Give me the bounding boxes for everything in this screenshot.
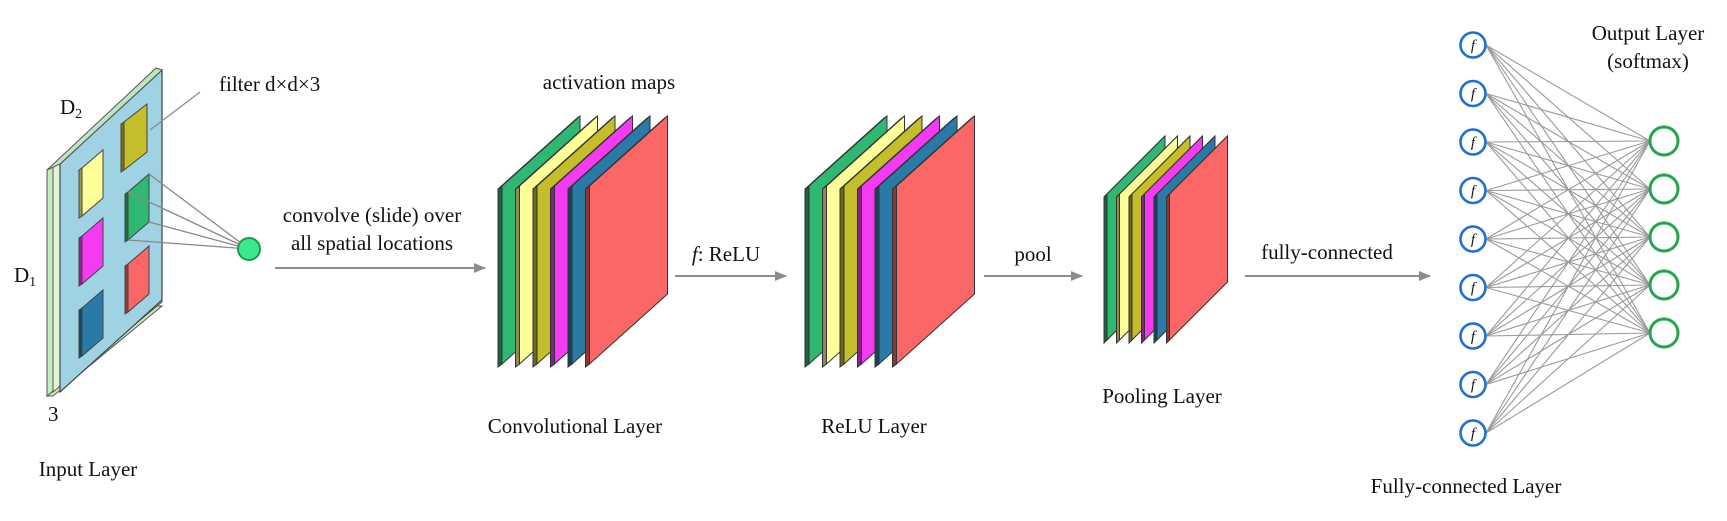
activation-maps-label: activation maps	[543, 70, 675, 94]
fc-connection-line	[1485, 332, 1651, 434]
activation-maps-stack	[497, 114, 668, 368]
fc-connection-line	[1485, 140, 1651, 192]
neuron-function-symbol: f	[1471, 378, 1477, 394]
fc-connection-line	[1485, 140, 1651, 385]
conv-layer-title: Convolutional Layer	[488, 414, 662, 438]
filter-patch	[78, 148, 104, 219]
neuron-function-symbol: f	[1471, 87, 1477, 103]
hidden-neuron: f	[1459, 225, 1487, 253]
pooling-layer-title: Pooling Layer	[1102, 384, 1222, 408]
fc-connection-line	[1485, 140, 1651, 288]
hidden-neurons: f f f f f f f f f	[1459, 31, 1487, 447]
fc-connection-line	[1485, 44, 1651, 142]
relu-layer-title: ReLU Layer	[821, 414, 927, 438]
fc-connection-line	[1485, 188, 1651, 434]
neuron-function-symbol: f	[1471, 184, 1477, 200]
input-layer-title: Input Layer	[39, 457, 138, 481]
filter-patch	[120, 102, 148, 173]
feature-map	[892, 114, 975, 368]
d1-label: D1	[14, 263, 36, 290]
fc-connection-line	[1485, 284, 1651, 434]
output-neuron	[1648, 269, 1680, 301]
hidden-neuron: f	[1459, 273, 1487, 302]
relu-maps-stack	[804, 114, 975, 368]
hidden-neuron: f	[1459, 176, 1487, 205]
hidden-neuron: f	[1459, 322, 1487, 350]
d2-label: D2	[60, 95, 82, 122]
fc-connections	[1485, 44, 1651, 434]
feature-map	[585, 114, 668, 368]
hidden-neuron: f	[1459, 79, 1487, 108]
output-neuron	[1648, 173, 1680, 205]
fc-connection-line	[1485, 92, 1651, 142]
filter-patch	[124, 244, 150, 315]
output-layer-title-line1: Output Layer	[1592, 21, 1705, 45]
output-layer-title-line2: (softmax)	[1607, 49, 1689, 73]
hidden-neuron: f	[1459, 419, 1487, 447]
hidden-neuron: f	[1459, 128, 1487, 156]
fc-connection-line	[1485, 140, 1651, 143]
neuron-function-symbol: f	[1471, 135, 1477, 151]
output-neuron	[1648, 221, 1680, 253]
output-point	[237, 237, 261, 261]
hidden-neuron: f	[1459, 31, 1487, 59]
neuron-function-symbol: f	[1471, 281, 1477, 297]
filter-convergence-lines	[127, 173, 250, 250]
relu-arrow-label: f: ReLU	[692, 242, 760, 266]
pool-arrow-label: pool	[1014, 242, 1052, 266]
fc-connection-line	[1485, 236, 1651, 434]
neuron-function-symbol: f	[1471, 426, 1477, 442]
fc-connection-line	[1485, 140, 1651, 434]
hidden-neuron: f	[1459, 370, 1487, 399]
input-volume	[45, 67, 164, 398]
fc-connection-line	[1485, 140, 1651, 337]
fc-arrow-label: fully-connected	[1261, 240, 1393, 264]
neuron-function-symbol: f	[1471, 329, 1477, 345]
pooled-maps-stack	[1103, 134, 1228, 345]
output-neurons	[1648, 125, 1680, 349]
neuron-function-symbol: f	[1471, 232, 1477, 248]
feature-map	[1166, 134, 1228, 345]
output-neuron	[1648, 125, 1680, 157]
convolve-label-line1: convolve (slide) over	[283, 203, 461, 227]
output-neuron	[1648, 317, 1680, 349]
convolve-label-line2: all spatial locations	[291, 231, 453, 255]
fc-layer-title: Fully-connected Layer	[1371, 474, 1562, 498]
depth-label: 3	[48, 402, 59, 426]
input-slab-top	[46, 67, 163, 171]
filter-pointer-line	[149, 91, 201, 131]
filter-label: filter d×d×3	[219, 72, 320, 96]
filter-patch	[78, 216, 104, 287]
fc-connection-line	[1485, 140, 1651, 240]
neuron-function-symbol: f	[1471, 38, 1477, 54]
filter-patch	[78, 288, 104, 359]
